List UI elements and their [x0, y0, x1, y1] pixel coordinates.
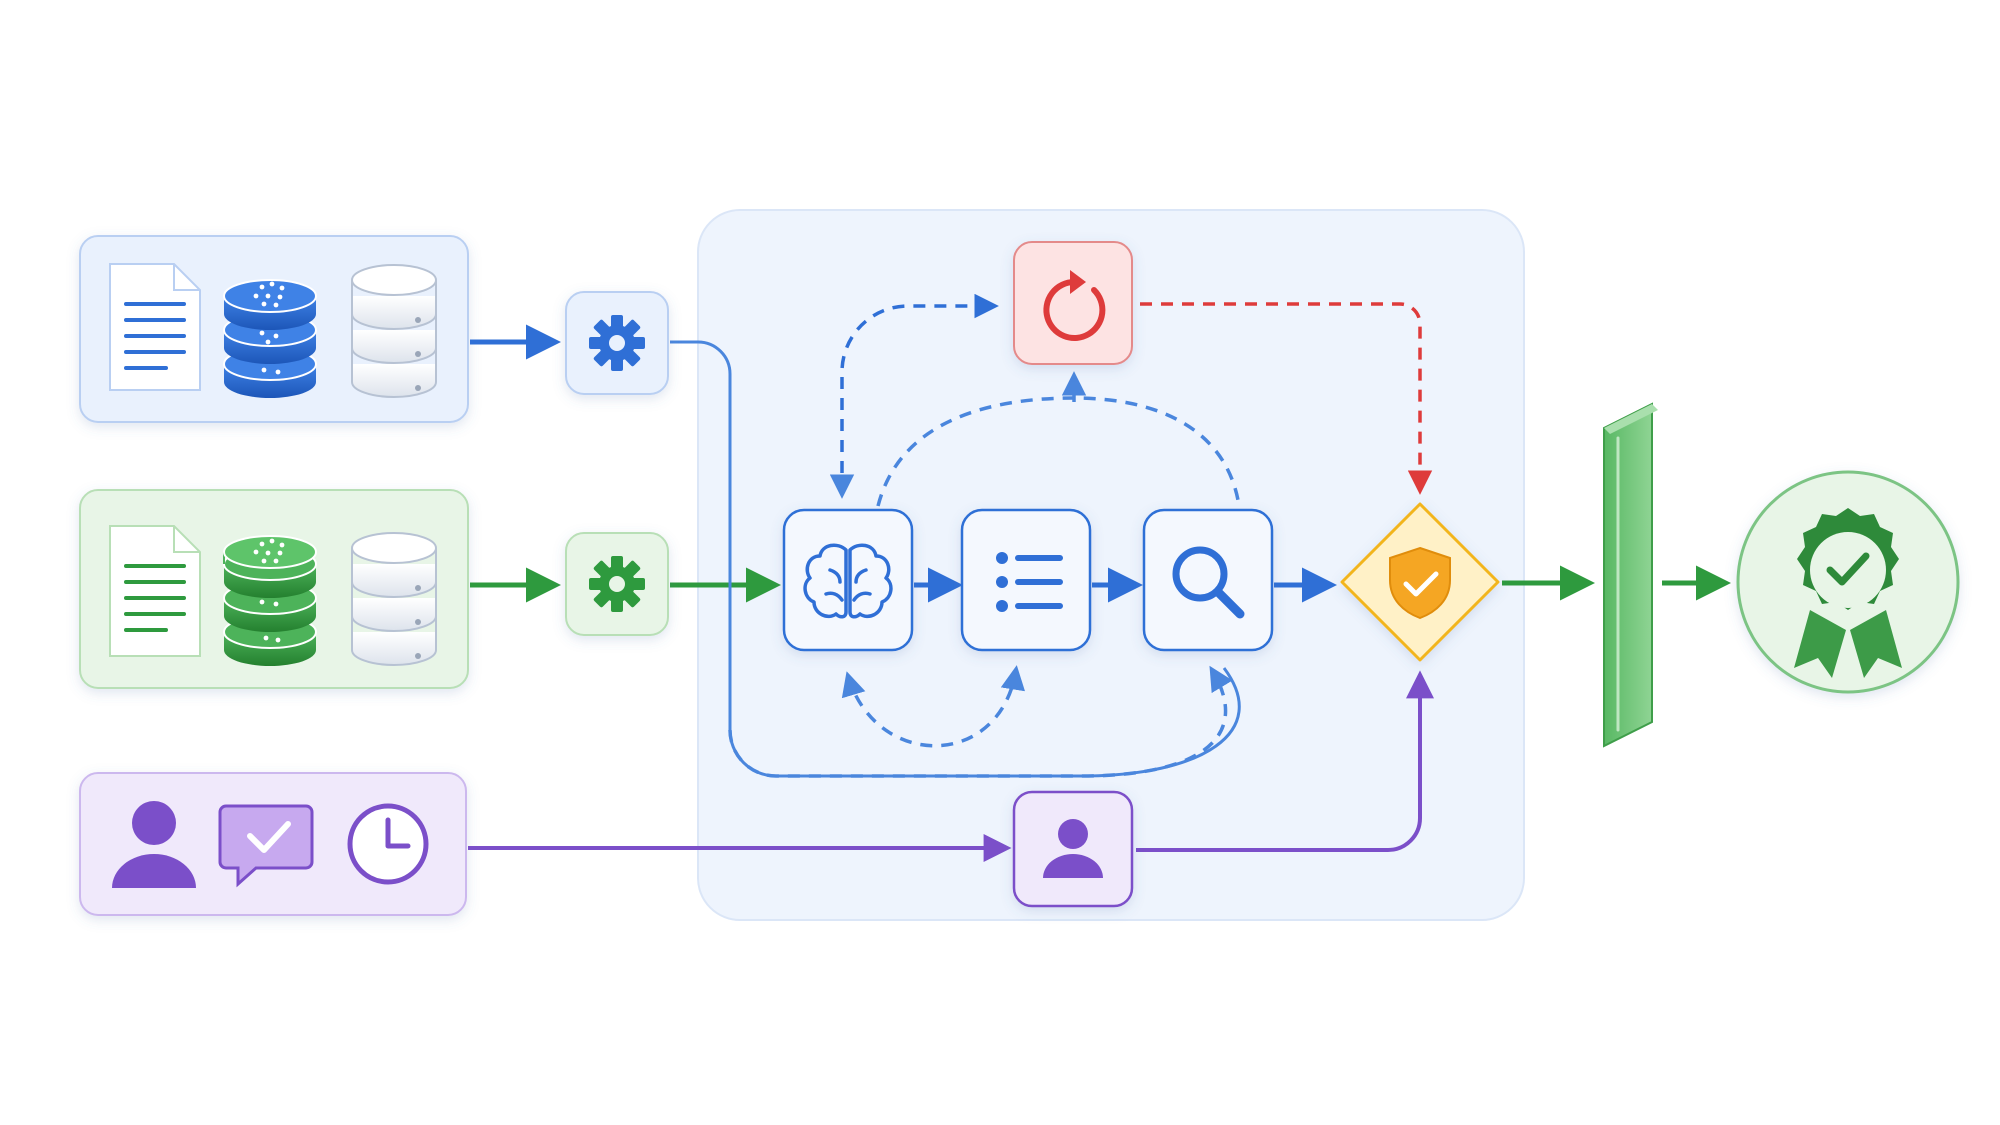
- approved-output: [1736, 470, 1960, 694]
- blue-data-source: [79, 235, 469, 423]
- green-data-source: [79, 489, 469, 689]
- award-badge-icon: [1794, 508, 1902, 678]
- gear-icon: [589, 315, 645, 371]
- clock-icon: [347, 803, 429, 885]
- search-icon: [1172, 546, 1245, 619]
- gear-icon: [589, 556, 645, 612]
- user-icon: [1043, 819, 1103, 878]
- chat-check-icon: [218, 804, 314, 888]
- arrow-retry-to-validation: [1140, 302, 1433, 495]
- blue-processing-node[interactable]: [565, 291, 669, 395]
- arrow-blue-gear-to-search: [728, 665, 1233, 778]
- output-gate: [1603, 402, 1658, 748]
- retry-node[interactable]: [1013, 241, 1133, 365]
- shield-check-icon: [1389, 546, 1451, 620]
- brain-icon: [803, 543, 893, 619]
- database-icon: [351, 532, 437, 666]
- green-processing-node[interactable]: [565, 532, 669, 636]
- database-icon: [223, 535, 317, 666]
- planning-node[interactable]: [960, 508, 1092, 652]
- list-icon: [996, 552, 1063, 612]
- database-icon: [351, 264, 437, 398]
- refresh-icon: [1043, 270, 1106, 341]
- validation-node[interactable]: [1340, 502, 1500, 662]
- reasoning-node[interactable]: [782, 508, 914, 652]
- human-review-node[interactable]: [1012, 790, 1134, 908]
- arrow-reasoning-retry-loop: [829, 293, 999, 499]
- document-icon: [109, 263, 201, 391]
- arrow-reviewer-to-validation: [1136, 670, 1434, 852]
- search-node[interactable]: [1142, 508, 1274, 652]
- human-input-source: [79, 772, 467, 916]
- document-icon: [109, 525, 201, 657]
- user-icon: [112, 801, 196, 888]
- database-icon: [223, 279, 317, 398]
